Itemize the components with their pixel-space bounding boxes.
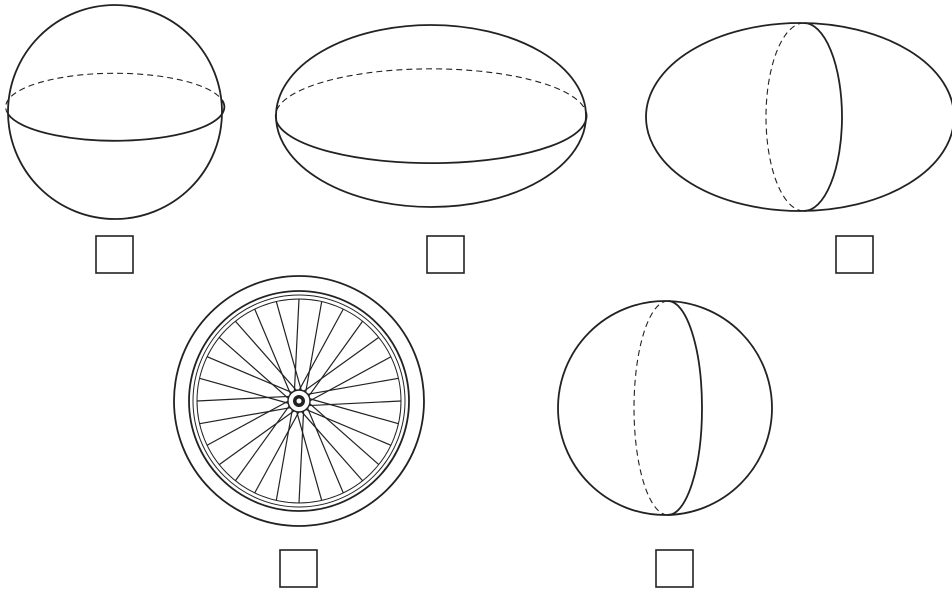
- wheel-spoke: [255, 309, 292, 396]
- answer-checkbox-4[interactable]: [280, 550, 317, 587]
- axle: [297, 399, 302, 404]
- answer-checkbox-1[interactable]: [96, 236, 133, 273]
- wheel-spoke: [207, 357, 294, 394]
- sphere-outline: [8, 5, 222, 219]
- meridian-front: [668, 301, 702, 515]
- figure-sphere-horizontal: [6, 5, 225, 219]
- section-front: [276, 112, 587, 163]
- ellipsoid-outline: [646, 23, 952, 211]
- answer-checkbox-5[interactable]: [656, 550, 693, 587]
- answer-checkbox-3[interactable]: [836, 236, 873, 273]
- section-back-dashed: [766, 23, 804, 211]
- equator-front: [8, 100, 224, 141]
- wheel-spoke: [307, 406, 344, 493]
- section-back-dashed: [275, 69, 586, 120]
- figure-sphere-vertical: [558, 301, 772, 515]
- answer-checkbox-2[interactable]: [427, 236, 464, 273]
- figure-bicycle-wheel: [174, 276, 424, 526]
- wheel-spoke: [304, 409, 391, 446]
- meridian-back-dashed: [634, 301, 668, 515]
- ellipsoid-outline: [276, 25, 586, 207]
- figure-ellipsoid-vertical: [646, 23, 952, 211]
- section-front: [804, 23, 842, 211]
- sphere-outline: [558, 301, 772, 515]
- figure-ellipsoid-horizontal: [275, 25, 586, 207]
- equator-back-dashed: [6, 73, 222, 114]
